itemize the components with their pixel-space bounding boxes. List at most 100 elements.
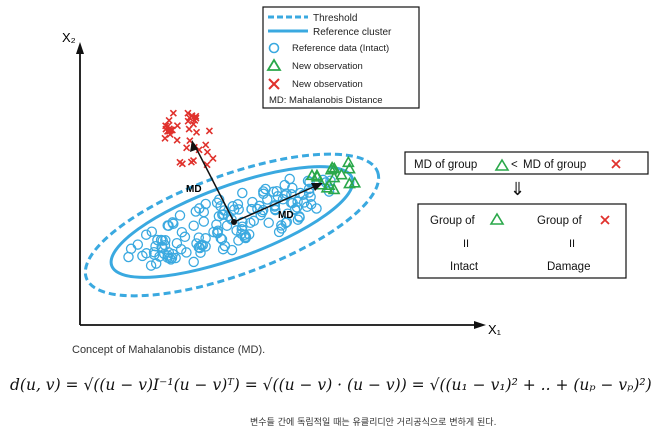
red-observation-point [168,126,176,134]
reference-data-point [191,238,202,249]
green-observation-point [343,176,356,189]
md-arrow-green-head [311,183,323,191]
result-col1-value: Intact [450,261,479,273]
reference-data-point [195,247,206,258]
reference-data-point [281,216,293,228]
reference-data-point [211,197,223,209]
red-observation-point [166,130,174,139]
red-observation-point [192,128,201,136]
legend-red-cross-icon [268,78,280,90]
reference-data-point [200,233,211,244]
reference-data-point [213,194,225,205]
reference-data-point [237,216,248,228]
reference-data-point [233,235,244,246]
result-col2-value: Damage [547,261,590,273]
x-axis-label: X₁ [488,322,502,337]
reference-data-point [226,214,237,225]
result-col1-title: Group of [430,215,476,227]
red-observation-point [176,158,184,166]
legend-cluster-label: Reference cluster [313,27,392,38]
red-observation-points [161,109,217,169]
reference-data-point [248,215,260,227]
reference-data-point [311,203,322,214]
reference-data-point [150,240,161,252]
result-box: Group of II Intact Group of II Damage [417,203,627,279]
green-observation-point [335,168,348,180]
reference-data-point [304,176,315,188]
md-label-red: MD [186,184,202,195]
red-observation-point [184,109,192,117]
reference-data-point [292,214,304,225]
reference-data-point [166,252,178,264]
red-observation-point [169,109,177,117]
legend-red-label: New observation [292,79,363,90]
reference-data-point [176,226,188,238]
reference-data-point [140,229,152,240]
green-observation-point [327,182,341,195]
reference-data-point [276,223,287,234]
comparison-left-text: MD of group [414,159,477,171]
reference-data-point [168,218,179,230]
legend-threshold-label: Threshold [313,13,357,24]
green-observation-point [327,161,341,174]
green-observation-point [324,163,338,175]
red-observation-point [187,158,195,166]
comparison-right-text: MD of group [523,159,586,171]
green-observation-point [322,178,336,190]
reference-data-point [150,258,162,269]
red-observation-point [161,134,169,142]
red-observation-point [205,127,213,135]
y-axis-label: X₂ [62,30,76,45]
green-observation-point [343,162,356,174]
reference-data-point [152,234,163,246]
korean-note: 변수들 간에 독립적일 때는 유클리디안 거리공식으로 변하게 된다. [250,418,497,428]
reference-data-point [212,225,224,236]
reference-data-point [188,256,199,268]
md-arrow-red [193,143,235,223]
md-label-green: MD [278,210,294,221]
reference-data-point [175,243,187,255]
red-observation-point [183,144,191,152]
reference-data-point [194,203,205,214]
reference-data-point [123,251,134,263]
reference-data-point [284,173,295,185]
reference-data-point [198,216,210,227]
legend-circle-icon [268,42,280,54]
legend-md-definition: MD: Mahalanobis Distance [269,95,383,106]
reference-data-point [170,252,181,264]
red-observation-point [203,148,211,156]
reference-data-point [294,212,305,223]
down-double-arrow: ⇓ [510,179,525,199]
reference-data-point [181,247,192,258]
reference-data-point [227,201,239,212]
md-arrow-green [233,184,319,223]
reference-data-point [305,191,316,203]
reference-data-point [213,211,225,222]
legend-reference-label: Reference data (Intact) [292,43,389,54]
reference-data-point [289,203,301,215]
reference-data-point [298,189,309,201]
reference-data-point [219,240,231,252]
reference-data-point [282,208,293,219]
mahalanobis-formula: d(u, v) = √((u − v)I⁻¹(u − v)ᵀ) = √((u −… [10,376,652,394]
md-arrow-red-head [190,140,198,152]
reference-data-point [145,260,157,271]
reference-data-point [258,186,269,197]
reference-data-point [292,196,303,208]
reference-data-point [165,254,177,265]
reference-data-point [325,175,336,186]
reference-data-point [237,187,248,199]
reference-data-point [200,241,211,252]
legend-green-label: New observation [292,61,363,72]
legend-box [262,6,420,109]
y-axis-arrow [76,42,84,54]
comparison-green-triangle-icon [494,158,510,171]
threshold-ellipse [83,152,381,298]
result-green-triangle-icon [489,212,505,225]
red-observation-point [165,116,173,125]
red-observation-point [209,154,217,163]
reference-data-point [303,187,315,198]
x-axis-arrow [474,321,486,329]
reference-data-point [268,186,279,198]
reference-data-point [233,204,244,215]
